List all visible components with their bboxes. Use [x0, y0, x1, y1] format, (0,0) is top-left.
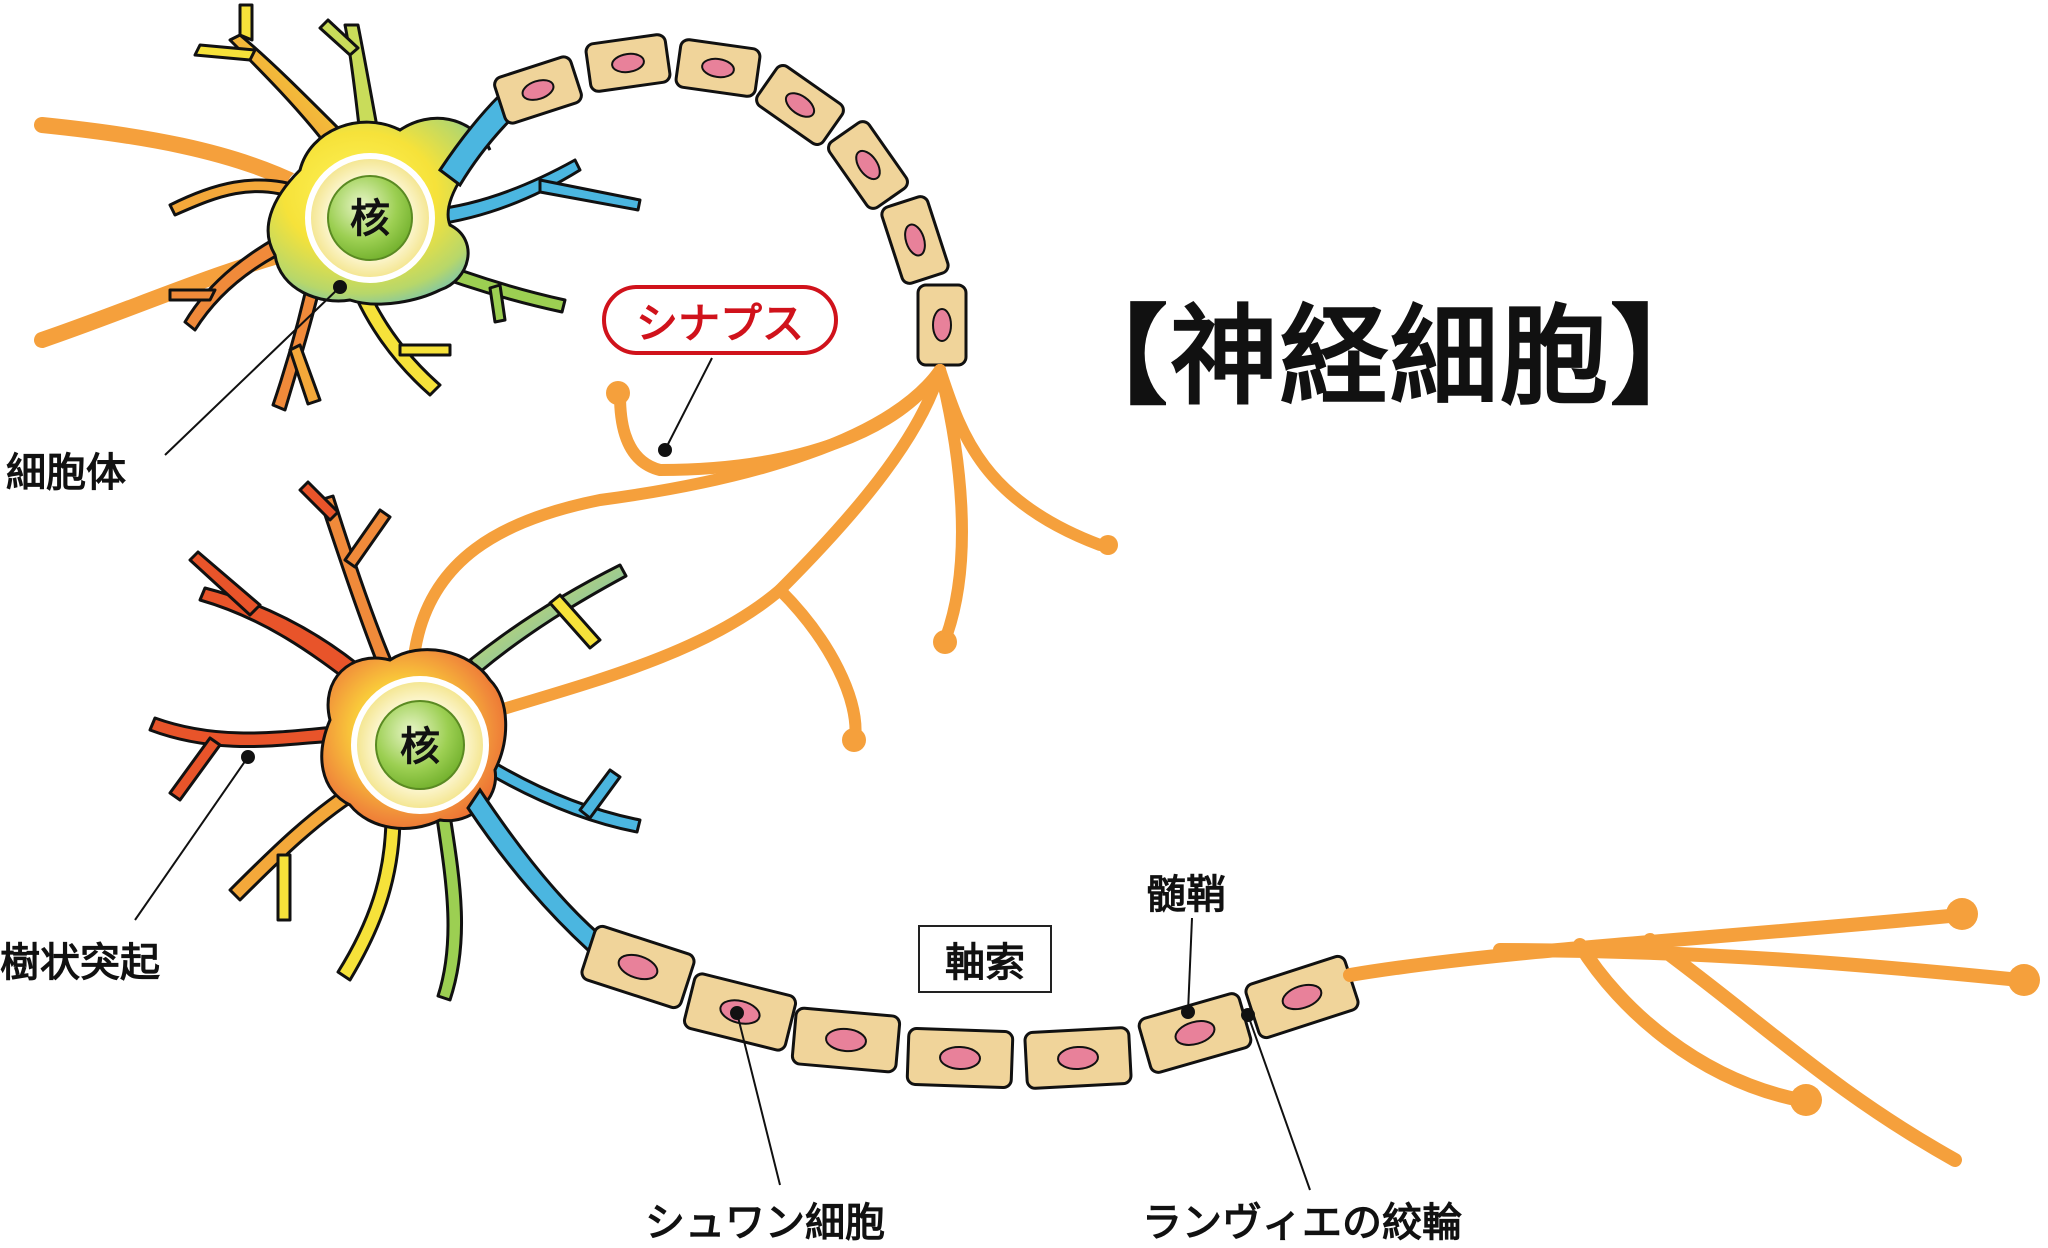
myelin-label: 髄鞘 — [1146, 872, 1226, 918]
diagram-title: 【神経細胞】 — [1060, 295, 1721, 420]
node-of-ranvier-label: ランヴィエの絞輪 — [1142, 1200, 1462, 1246]
top-nucleus-label: 核 — [350, 196, 390, 242]
top-axon-terminals — [409, 364, 1106, 746]
top-myelin-sheath — [493, 33, 968, 367]
bottom-neuron: 核 — [148, 480, 2040, 1167]
top-neuron: 核 — [34, 3, 1118, 752]
bottom-nucleus — [375, 700, 465, 790]
bottom-axon-terminals — [1343, 908, 2027, 1167]
dendrite-label: 樹状突起 — [0, 940, 160, 986]
top-nucleus — [327, 175, 413, 261]
incoming-fiber-1 — [34, 117, 308, 193]
bottom-myelin-sheath — [580, 924, 1360, 1090]
leader-lines — [134, 280, 1311, 1191]
schwann-cell-label: シュワン細胞 — [645, 1200, 885, 1246]
cell-body-label: 細胞体 — [6, 450, 126, 496]
synapse-label: シナプス — [602, 285, 838, 355]
axon-label: 軸索 — [918, 925, 1052, 993]
bottom-nucleus-label: 核 — [400, 724, 440, 770]
